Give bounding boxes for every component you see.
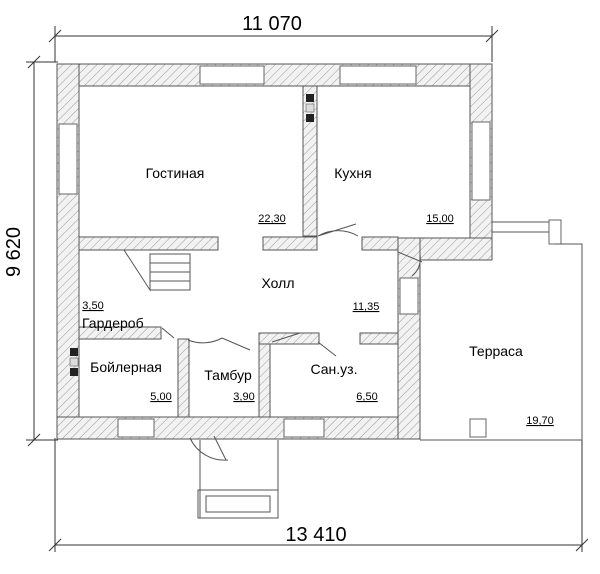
staircase xyxy=(123,249,191,292)
room-terrace-area: 19,70 xyxy=(526,415,554,427)
room-hall-name: Холл xyxy=(262,275,295,291)
room-hall-area: 11,35 xyxy=(353,301,380,313)
room-vestibule-name: Тамбур xyxy=(204,367,252,383)
room-wardrobe-name: Гардероб xyxy=(82,315,144,331)
room-boiler-area: 5,00 xyxy=(150,391,171,403)
room-living-area: 22,30 xyxy=(258,213,286,225)
dimension-bottom: 13 410 xyxy=(48,438,589,552)
terrace-outline xyxy=(420,219,583,441)
dimension-bottom-label: 13 410 xyxy=(285,524,346,546)
vent-shafts xyxy=(69,94,315,376)
room-wardrobe-area: 3,50 xyxy=(82,300,103,312)
room-terrace-name: Терраса xyxy=(469,343,523,359)
dimension-left-label: 9 620 xyxy=(3,227,25,277)
room-boiler-name: Бойлерная xyxy=(90,359,162,375)
room-vestibule-area: 3,90 xyxy=(233,391,254,403)
doors xyxy=(161,223,423,461)
windows xyxy=(58,65,491,438)
dimension-left: 9 620 xyxy=(3,55,58,447)
room-kitchen-name: Кухня xyxy=(334,165,371,181)
entrance-steps xyxy=(197,440,279,519)
outer-walls xyxy=(56,63,493,440)
room-living-name: Гостиная xyxy=(146,165,205,181)
room-bathroom-name: Сан.уз. xyxy=(311,361,358,377)
room-kitchen-area: 15,00 xyxy=(426,213,454,225)
internal-walls xyxy=(78,85,399,418)
room-bathroom-area: 6,50 xyxy=(356,391,377,403)
dimension-top-label: 11 070 xyxy=(242,13,302,35)
dimension-top: 11 070 xyxy=(48,13,499,62)
